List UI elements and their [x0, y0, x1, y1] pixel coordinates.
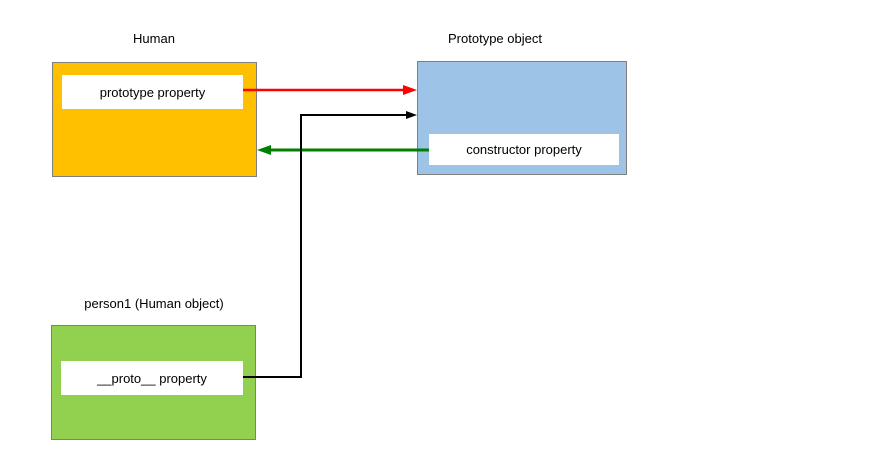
- constructor-link-arrow: [257, 145, 429, 155]
- constructor-property: constructor property: [429, 134, 619, 165]
- prototype-link-arrow: [243, 85, 417, 95]
- prototype-property: prototype property: [62, 75, 243, 109]
- human-title: Human: [133, 31, 175, 46]
- proto-property: __proto__ property: [61, 361, 243, 395]
- proto-link-arrow: [243, 111, 417, 378]
- prototype-object-title: Prototype object: [448, 31, 542, 46]
- person1-title: person1 (Human object): [84, 296, 224, 311]
